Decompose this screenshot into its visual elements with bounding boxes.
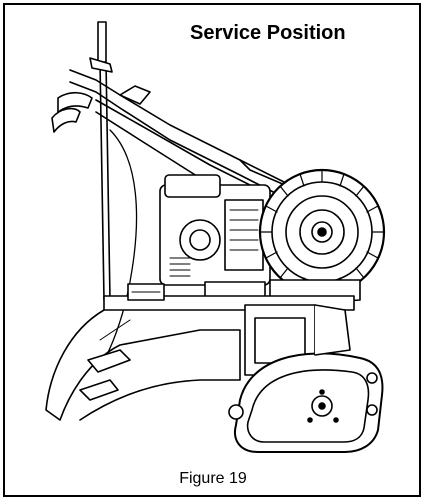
engine [159,174,271,301]
upright-control-rod [97,21,111,301]
rear-frame [314,304,351,356]
wheel [258,168,386,296]
tine-hood [228,352,384,453]
tine-shield [45,309,241,421]
figure-caption: Figure 19 [179,470,247,487]
figure-title: Service Position [190,22,346,44]
